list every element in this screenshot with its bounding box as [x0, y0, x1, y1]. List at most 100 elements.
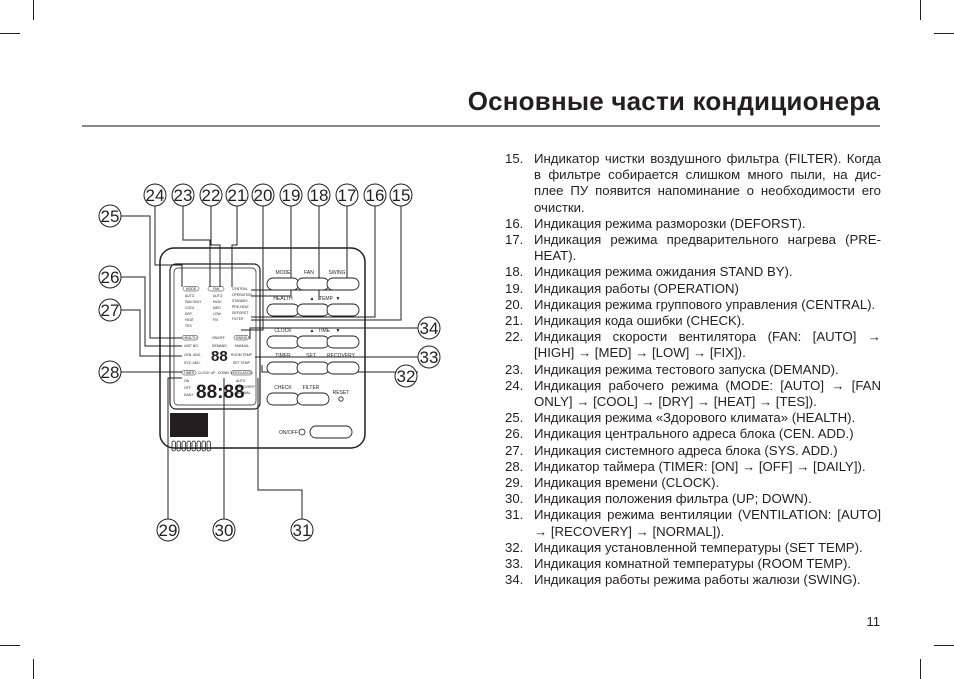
item-number: 33. [505, 556, 524, 572]
remote-button[interactable] [266, 392, 300, 406]
reset-hole[interactable] [338, 396, 344, 402]
callout-circle [98, 265, 122, 289]
grille-slot [191, 440, 196, 452]
lcd-mode-option: FAN ONLY [185, 300, 202, 304]
list-item: 33.Индикация комнатной температуры (ROOM… [505, 556, 881, 572]
remote-button[interactable] [326, 303, 360, 317]
callout-circle [417, 345, 441, 369]
remote-button[interactable] [296, 277, 330, 291]
feature-list: 15.Индикатор чистки воздушного фильтра (… [505, 151, 881, 588]
lcd-status-option: STANDBY [232, 299, 249, 303]
callout-number: 28 [101, 363, 120, 382]
lcd-fan-option: LOW [213, 312, 222, 316]
lcd-big-digits: 88:88 [196, 382, 245, 403]
callout-circle [394, 364, 418, 388]
lcd-status-option: PRE-HEAT [232, 305, 249, 309]
leader-line [249, 327, 418, 339]
item-text: Индикация установленной температуры (SET… [534, 539, 863, 555]
item-text: Индикация системного адреса блока (SYS. … [534, 442, 838, 458]
callout-number: 31 [293, 521, 312, 540]
item-text: Индикация положения фильтра (UP; DOWN). [534, 491, 812, 507]
onoff-button[interactable] [309, 425, 353, 439]
list-item: 16.Индикация режима разморозки (DEFORST)… [505, 216, 881, 232]
item-number: 25. [505, 410, 524, 426]
grille-slot [171, 440, 176, 452]
item-text: Индикатор чистки воздушного фильтра (FIL… [534, 151, 881, 215]
item-number: 32. [505, 539, 524, 555]
remote-button[interactable] [296, 303, 330, 317]
callout-number: 16 [366, 186, 385, 205]
list-item: 31.Индикация режима вентиляции (VENTILAT… [505, 507, 881, 539]
swing-label: SWING [329, 270, 346, 276]
list-item: 21.Индикация кода ошибки (CHECK). [505, 313, 881, 329]
remote-button[interactable] [296, 335, 330, 349]
item-text: Индикация режима «Здорового климата» (HE… [534, 410, 856, 426]
lcd-small-digits: 88 [211, 348, 228, 365]
lcd-down-label: DOWN [218, 371, 229, 375]
time-label: TIME [318, 328, 331, 334]
callout-number: 34 [420, 319, 439, 338]
lcd-status-option: CENTRAL [232, 287, 248, 291]
callout-circle [389, 183, 413, 207]
leader-line [241, 205, 264, 331]
callout-number: 25 [101, 207, 120, 226]
remote-button[interactable] [266, 303, 300, 317]
lcd-timer-label-frame [181, 370, 197, 376]
callout-circle [156, 518, 180, 542]
callout-circle [212, 518, 236, 542]
remote-button[interactable] [266, 361, 300, 375]
grille-slot [176, 440, 181, 452]
lcd-mode-option: AUTO [185, 294, 195, 298]
grille [171, 440, 211, 452]
lcd-fan-label-frame [207, 286, 225, 292]
item-text: Индикатор таймера (TIMER: [ON] → [OFF] →… [534, 458, 866, 474]
title-rule [82, 125, 880, 127]
lcd-cen-add-label: CEN. ADD. [184, 353, 201, 357]
lcd-mode-option: COOL [185, 306, 195, 310]
lcd-vent-option: RECOVERY [236, 385, 256, 389]
lcd-mode-option: TES [185, 324, 192, 328]
item-text: Индикация центрального адреса блока (CEN… [534, 426, 854, 442]
callout-number: 32 [397, 367, 416, 386]
grille-slot [206, 440, 211, 452]
lcd-swing-label: SWING [236, 336, 248, 340]
grille-slot [201, 440, 206, 452]
item-text: Индикация скорости вентилятора (FAN: [AU… [534, 329, 881, 361]
health-label: HEALTH [273, 296, 293, 302]
lcd-health-label-frame [181, 335, 199, 341]
lcd-mode-option: HEAT [185, 318, 194, 322]
ir-window [170, 413, 208, 437]
leader-line [257, 378, 303, 520]
lcd-timer-option: OFF [184, 386, 191, 390]
crop-mark [0, 645, 20, 646]
item-text: Индикация режима группового управления (… [534, 296, 876, 312]
list-item: 19.Индикация работы (OPERATION) [505, 281, 881, 297]
item-number: 22. [505, 329, 524, 345]
leader-line [121, 309, 182, 357]
remote-button[interactable] [266, 277, 300, 291]
lcd-timer-option: DAILY [184, 393, 194, 397]
callout-circle [98, 298, 122, 322]
time-down-label: ▼ [336, 328, 341, 334]
remote-button[interactable] [266, 335, 300, 349]
remote-button[interactable] [296, 361, 330, 375]
list-item: 15.Индикатор чистки воздушного фильтра (… [505, 151, 881, 216]
callout-circle [225, 183, 249, 207]
timer-label: TIMER [275, 353, 291, 359]
grille-slot [186, 440, 191, 452]
lcd-sys-add-label: SYS. ADD. [184, 361, 201, 365]
crop-mark [33, 0, 34, 20]
item-number: 20. [505, 296, 524, 312]
leader-line [261, 365, 418, 373]
remote-button[interactable] [326, 361, 360, 375]
remote-button[interactable] [326, 277, 360, 291]
callout-circle [98, 204, 122, 228]
power-indicator [298, 428, 306, 436]
remote-button[interactable] [326, 335, 360, 349]
page-number: 11 [866, 614, 881, 629]
item-text: Индикация времени (CLOCK). [534, 475, 720, 491]
remote-button[interactable] [296, 392, 330, 406]
crop-mark [33, 659, 34, 679]
